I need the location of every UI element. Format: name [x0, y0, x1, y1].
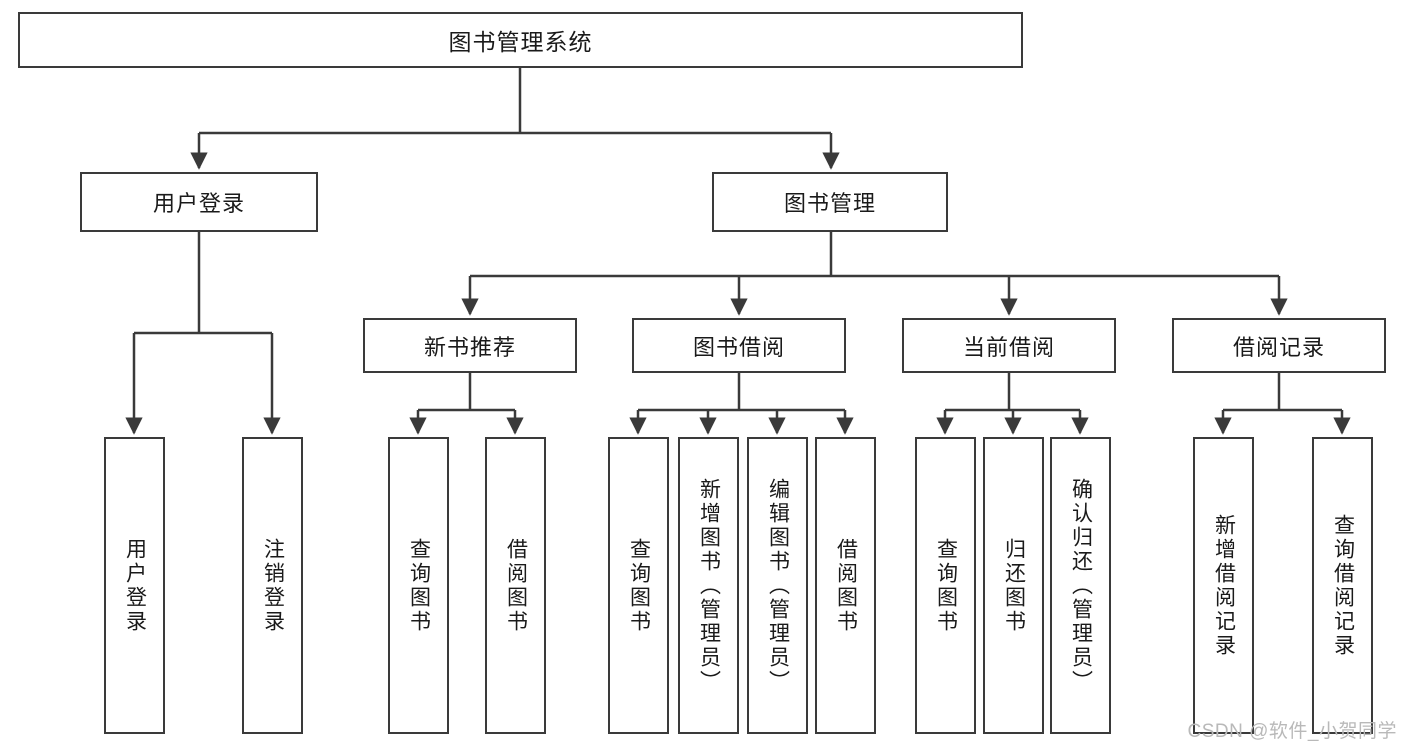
- leaf-label: 借阅图书: [834, 537, 858, 634]
- leaf-label: 新增图书（管理员）: [697, 477, 721, 694]
- node-leaf-query-record[interactable]: 查询借阅记录: [1312, 437, 1373, 734]
- leaf-label: 借阅图书: [504, 537, 528, 634]
- node-leaf-query-book-3[interactable]: 查询图书: [915, 437, 976, 734]
- node-leaf-query-book-1[interactable]: 查询图书: [388, 437, 449, 734]
- leaf-label: 查询图书: [934, 537, 958, 634]
- node-leaf-user-login[interactable]: 用户登录: [104, 437, 165, 734]
- node-leaf-return-book[interactable]: 归还图书: [983, 437, 1044, 734]
- leaf-label: 查询图书: [407, 537, 431, 634]
- node-leaf-borrow-book-2[interactable]: 借阅图书: [815, 437, 876, 734]
- node-leaf-add-record[interactable]: 新增借阅记录: [1193, 437, 1254, 734]
- node-user-login[interactable]: 用户登录: [80, 172, 318, 232]
- node-leaf-edit-book[interactable]: 编辑图书（管理员）: [747, 437, 808, 734]
- leaf-label: 用户登录: [123, 537, 147, 634]
- node-leaf-add-book[interactable]: 新增图书（管理员）: [678, 437, 739, 734]
- node-leaf-query-book-2[interactable]: 查询图书: [608, 437, 669, 734]
- node-root[interactable]: 图书管理系统: [18, 12, 1023, 68]
- leaf-label: 查询图书: [627, 537, 651, 634]
- leaf-label: 归还图书: [1002, 537, 1026, 634]
- leaf-label: 查询借阅记录: [1331, 513, 1355, 658]
- node-leaf-confirm-return[interactable]: 确认归还（管理员）: [1050, 437, 1111, 734]
- node-new-book-recommend[interactable]: 新书推荐: [363, 318, 577, 373]
- node-borrow-record[interactable]: 借阅记录: [1172, 318, 1386, 373]
- leaf-label: 编辑图书（管理员）: [766, 477, 790, 694]
- node-book-borrow[interactable]: 图书借阅: [632, 318, 846, 373]
- leaf-label: 新增借阅记录: [1212, 513, 1236, 658]
- node-book-manage[interactable]: 图书管理: [712, 172, 948, 232]
- node-current-borrow[interactable]: 当前借阅: [902, 318, 1116, 373]
- watermark: CSDN @软件_小贺同学: [1187, 721, 1397, 742]
- node-leaf-logout[interactable]: 注销登录: [242, 437, 303, 734]
- leaf-label: 确认归还（管理员）: [1069, 477, 1093, 694]
- leaf-label: 注销登录: [261, 537, 285, 634]
- node-leaf-borrow-book-1[interactable]: 借阅图书: [485, 437, 546, 734]
